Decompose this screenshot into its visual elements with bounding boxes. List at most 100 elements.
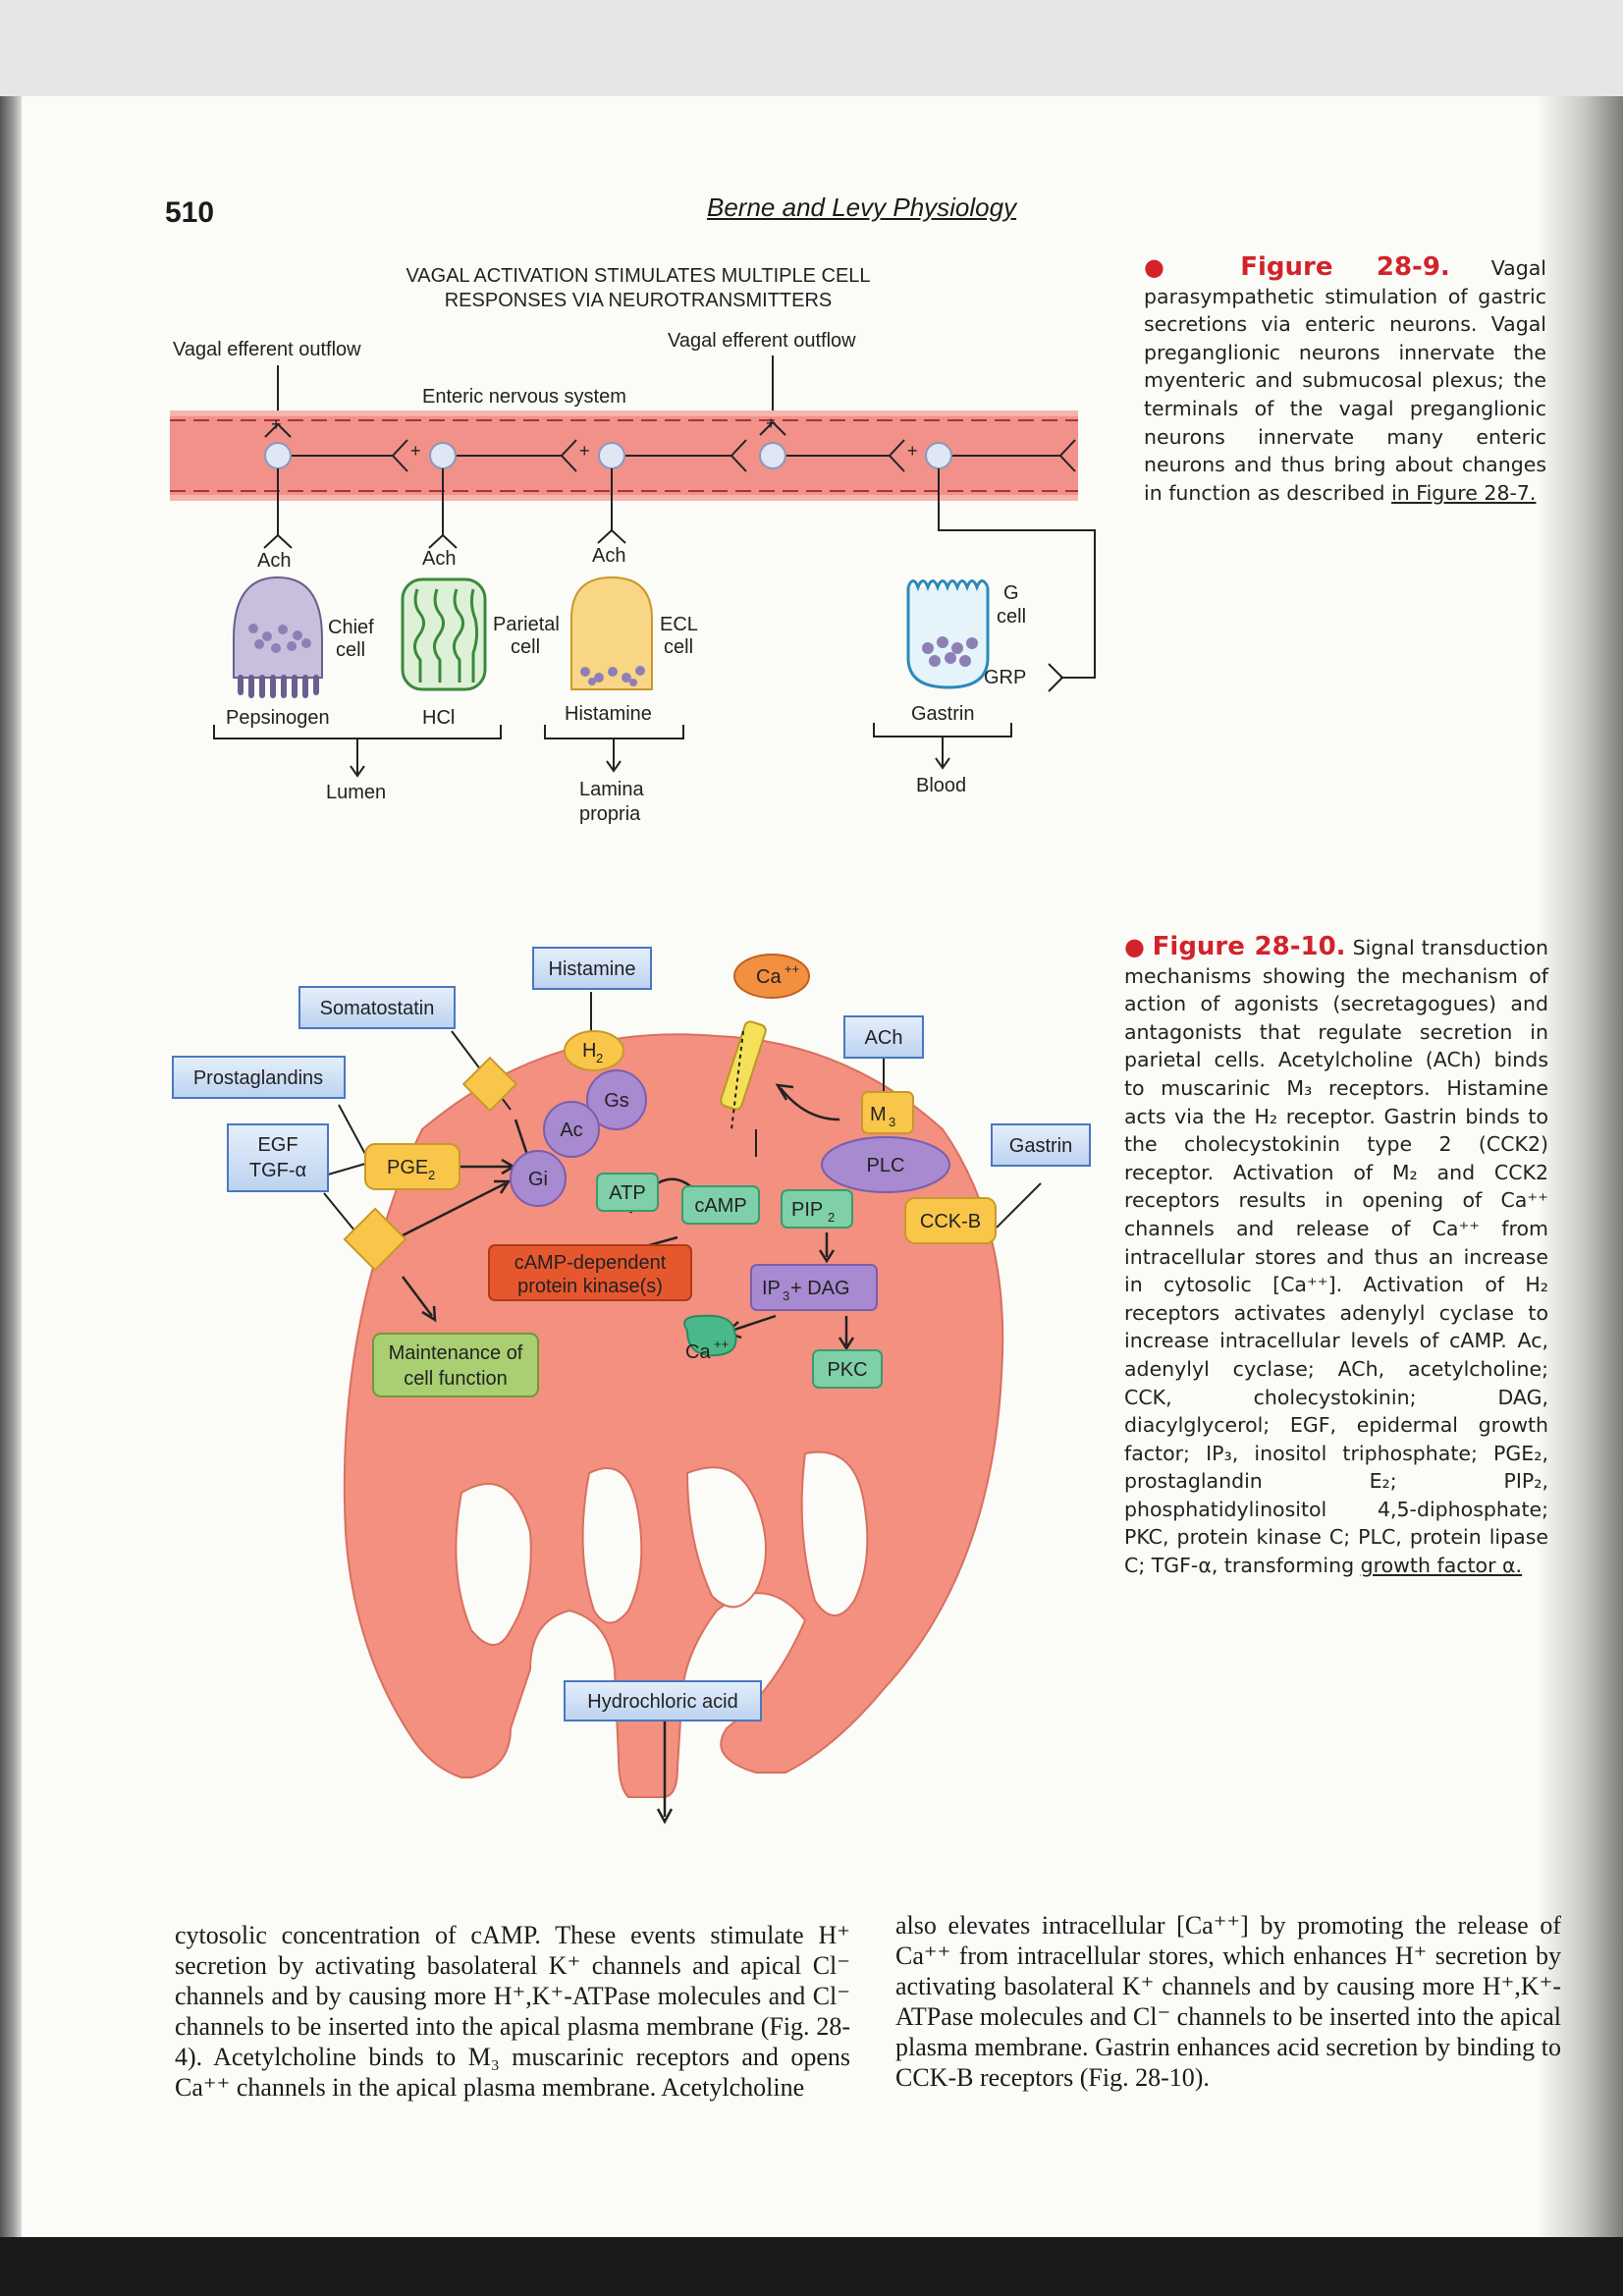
- svg-text:Ach: Ach: [592, 545, 625, 567]
- svg-text:PLC: PLC: [867, 1155, 905, 1176]
- svg-text:Histamine: Histamine: [549, 958, 636, 980]
- h2-receptor: H 2: [564, 1030, 624, 1071]
- box-ach: ACh: [843, 1015, 924, 1059]
- scan-bottom-edge: [0, 2237, 1623, 2296]
- body-text-left: cytosolic concentration of cAMP. These e…: [175, 1921, 850, 2102]
- calcium-ion-top: Ca ++: [733, 954, 810, 999]
- svg-text:Ac: Ac: [560, 1120, 582, 1141]
- gi-protein: Gi: [510, 1150, 567, 1207]
- box-egf-tgf: EGF TGF-α: [227, 1123, 329, 1192]
- svg-text:M: M: [870, 1104, 887, 1125]
- svg-text:Gastrin: Gastrin: [1009, 1135, 1072, 1157]
- svg-text:H: H: [582, 1040, 596, 1062]
- pip2: PIP 2: [781, 1189, 853, 1229]
- svg-text:TGF-α: TGF-α: [249, 1160, 306, 1181]
- svg-text:2: 2: [596, 1051, 603, 1066]
- box-histamine: Histamine: [532, 947, 652, 990]
- caption-bullet-icon: ●: [1124, 933, 1146, 960]
- maintenance-cell-function: Maintenance of cell function: [372, 1333, 539, 1397]
- svg-text:ECL: ECL: [660, 614, 698, 635]
- svg-text:Ach: Ach: [257, 550, 291, 572]
- atp: ATP: [596, 1173, 659, 1212]
- box-prostaglandins: Prostaglandins: [172, 1056, 346, 1099]
- ip3-dag: IP 3 + DAG: [750, 1264, 878, 1311]
- book-spine-shadow: [0, 96, 22, 2237]
- running-head: Berne and Levy Physiology: [707, 192, 1017, 222]
- svg-text:Gs: Gs: [604, 1090, 629, 1112]
- svg-text:Ach: Ach: [422, 548, 456, 570]
- figure-28-10: Histamine Somatostatin Prostaglandins EG…: [172, 947, 1091, 1825]
- svg-text:ACh: ACh: [865, 1027, 903, 1049]
- svg-text:Gastrin: Gastrin: [911, 703, 974, 725]
- svg-text:Lamina: Lamina: [579, 779, 644, 800]
- fig9-vagal-left: Vagal efferent outflow: [173, 339, 361, 360]
- svg-text:Parietal: Parietal: [493, 614, 560, 635]
- svg-text:HCl: HCl: [422, 707, 455, 729]
- plc: PLC: [821, 1136, 950, 1193]
- m3-receptor: M 3: [861, 1091, 914, 1134]
- svg-text:+: +: [766, 413, 777, 433]
- svg-text:+: +: [271, 414, 282, 434]
- svg-text:Hydrochloric acid: Hydrochloric acid: [587, 1691, 737, 1713]
- gs-protein: Gs: [586, 1069, 647, 1130]
- camp: cAMP: [681, 1185, 760, 1225]
- svg-text:GRP: GRP: [984, 667, 1026, 688]
- parietal-cell: [401, 577, 487, 691]
- svg-text:PGE: PGE: [387, 1157, 428, 1178]
- svg-text:cAMP-dependent: cAMP-dependent: [514, 1252, 667, 1274]
- page-number: 510: [165, 196, 215, 229]
- chief-cell: [233, 575, 323, 698]
- svg-text:+: +: [907, 441, 918, 461]
- box-somatostatin: Somatostatin: [298, 986, 456, 1029]
- body-text-right: also elevates intracellular [Ca⁺⁺] by pr…: [895, 1911, 1561, 2092]
- calcium-ion-cytosolic: Ca ++: [683, 1314, 737, 1363]
- svg-text:Ca: Ca: [756, 966, 782, 988]
- scan-top-margin: [0, 0, 1623, 96]
- fig10-caption: ● Figure 28-10. Signal transduction mech…: [1124, 932, 1548, 1578]
- svg-text:Maintenance of: Maintenance of: [389, 1342, 523, 1364]
- svg-text:++: ++: [714, 1337, 729, 1351]
- svg-text:Somatostatin: Somatostatin: [320, 998, 435, 1019]
- ecl-cell: [570, 575, 653, 690]
- fig9-title-line1: VAGAL ACTIVATION STIMULATES MULTIPLE CEL…: [406, 265, 870, 287]
- svg-text:PIP: PIP: [791, 1199, 823, 1221]
- page-curl-shadow: [1537, 96, 1623, 2237]
- svg-text:cell: cell: [336, 639, 365, 661]
- somatostatin-receptor: [461, 1056, 518, 1113]
- svg-text:++: ++: [784, 961, 799, 976]
- fig9-vagal-right: Vagal efferent outflow: [668, 330, 856, 352]
- fig9-title-line2: RESPONSES VIA NEUROTRANSMITTERS: [445, 290, 833, 311]
- svg-text:3: 3: [889, 1115, 895, 1129]
- svg-text:+: +: [579, 441, 590, 461]
- box-gastrin: Gastrin: [991, 1123, 1091, 1167]
- svg-text:+ DAG: + DAG: [790, 1278, 850, 1299]
- fig9-caption: ● Figure 28-9. Vagal parasympathetic sti…: [1144, 252, 1546, 505]
- svg-text:+: +: [410, 441, 421, 461]
- cck-b-receptor: CCK-B: [904, 1197, 997, 1244]
- svg-text:cell function: cell function: [404, 1368, 508, 1390]
- svg-text:CCK-B: CCK-B: [920, 1211, 981, 1232]
- svg-text:2: 2: [828, 1210, 835, 1225]
- figure-28-9: VAGAL ACTIVATION STIMULATES MULTIPLE CEL…: [170, 265, 1096, 825]
- svg-text:Ca: Ca: [685, 1341, 711, 1363]
- svg-text:protein kinase(s): protein kinase(s): [517, 1276, 663, 1297]
- g-cell: [906, 579, 990, 689]
- svg-text:cell: cell: [511, 636, 540, 658]
- calcium-channel: [720, 1020, 767, 1130]
- fig9-enteric-label: Enteric nervous system: [422, 386, 626, 408]
- svg-text:PKC: PKC: [827, 1359, 867, 1381]
- svg-text:3: 3: [783, 1288, 789, 1303]
- adenylyl-cyclase: Ac: [543, 1101, 600, 1158]
- svg-text:ATP: ATP: [609, 1182, 645, 1204]
- pge2-receptor: PGE 2: [364, 1143, 460, 1190]
- svg-text:G: G: [1003, 582, 1019, 604]
- svg-text:cell: cell: [997, 606, 1026, 628]
- svg-text:EGF: EGF: [257, 1134, 298, 1156]
- svg-text:Blood: Blood: [916, 775, 966, 796]
- pkc: PKC: [812, 1349, 883, 1389]
- svg-text:Pepsinogen: Pepsinogen: [226, 707, 330, 729]
- egf-receptor: [343, 1207, 407, 1272]
- svg-text:Prostaglandins: Prostaglandins: [193, 1067, 323, 1089]
- svg-text:IP: IP: [762, 1278, 781, 1299]
